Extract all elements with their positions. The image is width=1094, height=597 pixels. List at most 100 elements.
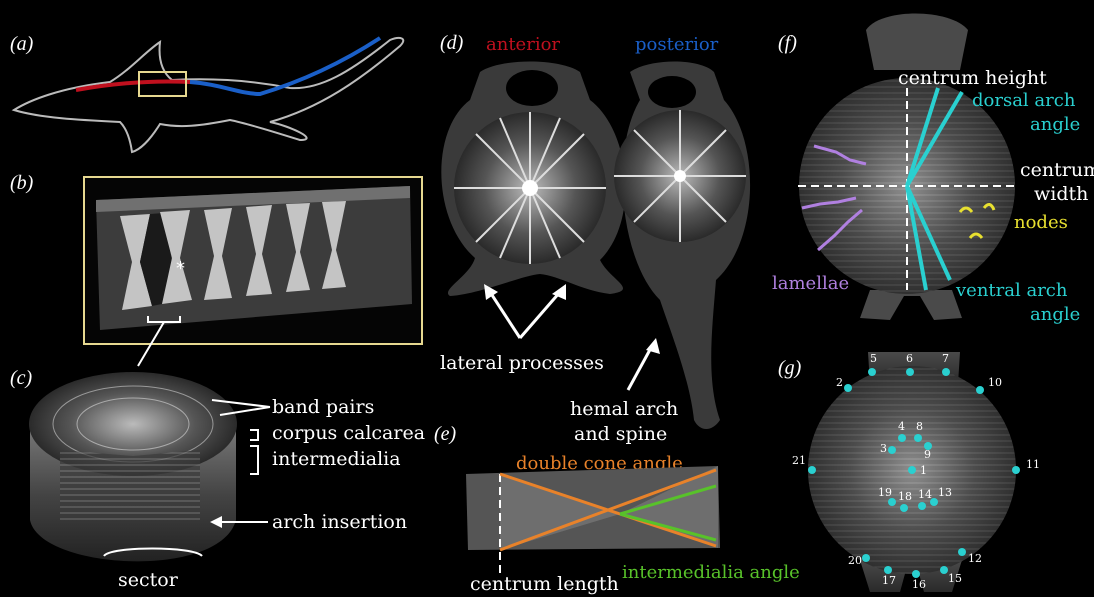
landmark-point-3 (888, 446, 896, 454)
posterior-trace (189, 36, 382, 97)
anterior-trace (75, 79, 191, 92)
region-box-a (138, 71, 187, 97)
landmark-point-21 (808, 466, 816, 474)
label-arch-insertion: arch insertion (272, 511, 407, 533)
label-intermedialia: intermedialia (272, 448, 401, 470)
posterior-lamellae (614, 110, 746, 242)
panel-b-label: (b) (10, 172, 34, 194)
label-ventral-arch: ventral arch (955, 280, 1068, 301)
landmark-point-17 (884, 566, 892, 574)
landmark-label-9: 9 (924, 448, 931, 461)
label-nodes: nodes (1014, 212, 1068, 233)
label-centrum-length: centrum length (470, 573, 619, 595)
landmark-point-7 (942, 368, 950, 376)
f-neural-arch (866, 13, 968, 70)
landmark-point-5 (868, 368, 876, 376)
sector-rays (60, 450, 200, 520)
label-and-spine: and spine (574, 423, 667, 445)
dorsal-ridge (96, 186, 410, 212)
panel-e-label: (e) (434, 423, 457, 445)
label-lateral-processes: lateral processes (440, 352, 604, 374)
landmark-label-8: 8 (916, 420, 923, 433)
landmark-label-15: 15 (948, 572, 962, 585)
bracket-sector (103, 547, 203, 557)
landmark-point-18 (900, 504, 908, 512)
landmark-label-10: 10 (988, 376, 1002, 389)
landmark-point-1 (908, 466, 916, 474)
hemal-arrow (626, 338, 660, 391)
landmark-label-4: 4 (898, 420, 905, 433)
label-hemal-arch: hemal arch (570, 398, 678, 420)
landmark-label-3: 3 (880, 442, 887, 455)
label-width: width (1034, 183, 1088, 205)
landmark-label-14: 14 (918, 488, 932, 501)
panel-f-label: (f) (778, 32, 797, 54)
landmark-point-10 (976, 386, 984, 394)
label-anterior: anterior (486, 34, 560, 55)
panel-c: (c) band pairs corpus calcarea intermedi… (10, 367, 425, 591)
landmark-point-19 (888, 498, 896, 506)
vertebrae-centra (120, 201, 346, 310)
label-dorsal-arch: dorsal arch (972, 90, 1076, 111)
landmark-label-16: 16 (912, 578, 926, 591)
connector-b-c (137, 321, 165, 367)
landmark-label-2: 2 (836, 376, 843, 389)
centrum-face (29, 372, 237, 476)
landmark-point-12 (958, 548, 966, 556)
landmark-label-13: 13 (938, 486, 952, 499)
panel-d-label: (d) (440, 32, 464, 54)
landmark-label-17: 17 (882, 574, 896, 587)
landmark-point-20 (862, 554, 870, 562)
landmark-label-5: 5 (870, 352, 877, 365)
landmark-label-21: 21 (792, 454, 806, 467)
label-centrum: centrum (1020, 159, 1094, 181)
landmark-label-20: 20 (848, 554, 862, 567)
dorsal-arch-lines (905, 87, 964, 188)
landmark-label-7: 7 (942, 352, 949, 365)
ventral-arch-lines (905, 185, 952, 291)
label-centrum-height: centrum height (898, 67, 1047, 89)
landmark-point-4 (898, 434, 906, 442)
double-cone-lines (499, 468, 717, 552)
landmark-point-15 (940, 566, 948, 574)
landmark-label-6: 6 (906, 352, 913, 365)
label-intermedialia-angle: intermedialia angle (622, 562, 800, 583)
label-lamellae: lamellae (772, 273, 849, 294)
label-ventral-arch-angle: angle (1030, 304, 1080, 325)
landmark-point-14 (918, 502, 926, 510)
label-posterior: posterior (635, 34, 719, 55)
landmark-point-13 (930, 498, 938, 506)
landmark-label-1: 1 (920, 464, 927, 477)
landmark-point-6 (906, 368, 914, 376)
panel-g-label: (g) (778, 357, 802, 379)
f-hemal-processes (860, 290, 962, 320)
panel-b: (b) * (10, 172, 423, 367)
label-band-pairs: band pairs (272, 396, 374, 418)
label-corpus-calcarea: corpus calcarea (272, 422, 425, 444)
label-dorsal-arch-angle: angle (1030, 114, 1080, 135)
landmark-point-16 (912, 570, 920, 578)
panel-e: (e) double cone angle centrum length int… (434, 423, 800, 595)
shark-outline (11, 37, 405, 154)
panel-f: (f) centrum height dorsal arch angle cen… (772, 13, 1094, 325)
label-sector: sector (118, 569, 179, 591)
panel-d: (d) anterior posterior (440, 32, 751, 445)
panel-c-label: (c) (10, 367, 33, 389)
landmark-point-2 (844, 384, 852, 392)
landmark-point-8 (914, 434, 922, 442)
landmark-label-12: 12 (968, 552, 982, 565)
lamellae-traces (801, 144, 867, 252)
anterior-lamellae (454, 112, 606, 264)
landmark-point-9 (924, 442, 932, 450)
panel-a-label: (a) (10, 33, 34, 55)
lateral-process-arrows (484, 284, 566, 339)
landmark-point-11 (1012, 466, 1020, 474)
asterisk: * (176, 258, 185, 279)
panel-a: (a) (10, 33, 405, 154)
landmark-label-18: 18 (898, 490, 912, 503)
landmark-label-19: 19 (878, 486, 892, 499)
intermedialia-lines (619, 484, 717, 542)
